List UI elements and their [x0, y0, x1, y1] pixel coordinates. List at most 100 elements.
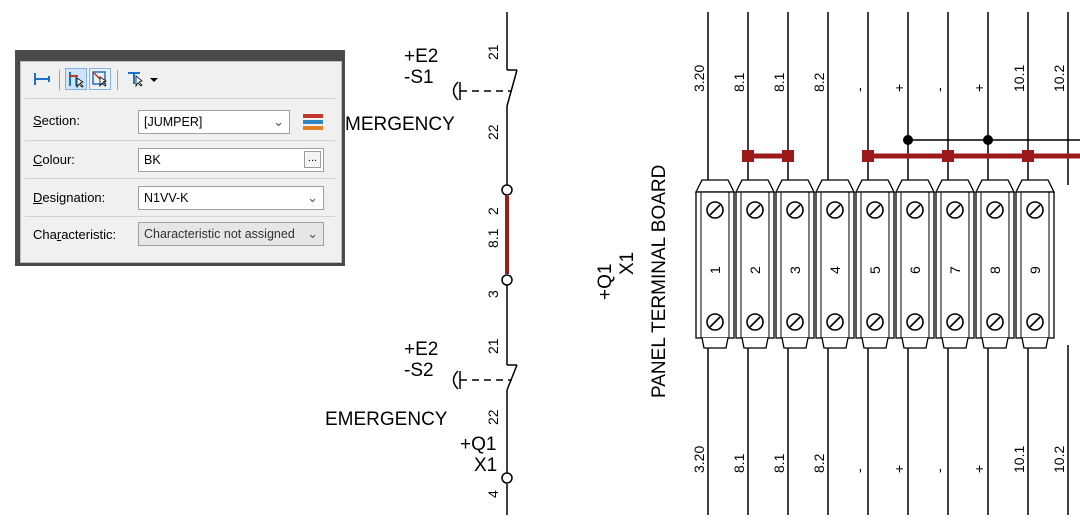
row-divider [25, 216, 335, 217]
top-wire-label: 8.2 [811, 72, 827, 92]
terminal-top [814, 179, 856, 193]
section-label: Section: [33, 113, 80, 128]
schematic [452, 12, 518, 515]
designation-label: Designation: [33, 190, 106, 205]
section-value: [JUMPER] [144, 115, 203, 129]
board-title: PANEL TERMINAL BOARD [649, 165, 670, 398]
chevron-down-icon[interactable]: ⌄ [307, 190, 318, 205]
board-ref2: X1 [617, 252, 638, 275]
top-switch-pin-top: 21 [485, 44, 501, 60]
terminal-number: 9 [1027, 266, 1043, 274]
chevron-down-icon[interactable]: ⌄ [273, 114, 284, 129]
characteristic-label: Characteristic: [33, 227, 117, 242]
wire-tool-icon[interactable] [31, 68, 53, 90]
jumper-pin-top: 2 [485, 207, 501, 215]
designation-value: N1VV-K [144, 191, 189, 205]
jumper-end [782, 150, 794, 162]
top-switch-label: MERGENCY [345, 114, 455, 135]
properties-panel-body: Section: [JUMPER]⌄ Colour: BK... Designa… [20, 61, 342, 263]
section-colour-swatch-icon[interactable] [303, 114, 323, 130]
colour-field[interactable]: BK... [138, 148, 324, 172]
pushbutton-head [452, 370, 459, 390]
terminal-bottom [781, 337, 809, 349]
bottom-wire-label: 8.1 [731, 453, 747, 473]
terminal-top [734, 179, 776, 193]
screw-slot [1029, 316, 1041, 328]
top-wire-label: 3.20 [691, 65, 707, 92]
switch-contact [506, 69, 518, 107]
screw-slot [909, 204, 921, 216]
terminal-bottom [1021, 337, 1049, 349]
section-dropdown[interactable]: [JUMPER] ⌄ [138, 110, 290, 134]
screw-slot [789, 204, 801, 216]
bottom-wire-label: 3.20 [691, 446, 707, 473]
colour-browse-button[interactable]: ... [304, 151, 321, 168]
select-arrow-icon[interactable] [125, 68, 147, 90]
jumper-wire-number: 8.1 [485, 228, 501, 248]
connection-point[interactable] [501, 184, 513, 196]
bottom-wire-label: + [891, 465, 907, 473]
screw-slot [749, 204, 761, 216]
screw-slot [989, 316, 1001, 328]
jumper-end [742, 150, 754, 162]
properties-panel: Section: [JUMPER]⌄ Colour: BK... Designa… [15, 50, 345, 266]
terminal-bottom [701, 337, 729, 349]
top-switch-ref1: +E2 [404, 46, 438, 67]
terminal-bottom [821, 337, 849, 349]
jumper-select-icon[interactable] [65, 68, 87, 90]
top-switch-ref2: -S1 [404, 67, 434, 88]
top-wire-label: - [931, 87, 947, 92]
terminal-ref2: X1 [474, 455, 497, 476]
terminal-top [894, 179, 936, 193]
jumper-end [1022, 150, 1034, 162]
terminal-number: 4 [827, 266, 843, 274]
top-wire-label: 8.1 [771, 72, 787, 92]
top-wire-label: 8.1 [731, 72, 747, 92]
chevron-down-icon[interactable]: ⌄ [304, 223, 318, 245]
dropdown-arrow-icon[interactable] [147, 68, 161, 90]
jumper-end [942, 150, 954, 162]
bottom-switch-label: EMERGENCY [325, 409, 448, 430]
bottom-wire-label: 10.2 [1051, 446, 1067, 473]
top-wire-label: + [891, 84, 907, 92]
screw-slot [989, 204, 1001, 216]
screw-slot [749, 316, 761, 328]
pushbutton-head [452, 81, 459, 101]
connection-point[interactable] [501, 274, 513, 286]
bottom-wire-label: 8.1 [771, 453, 787, 473]
screw-slot [709, 316, 721, 328]
terminal-number: 8 [987, 266, 1003, 274]
screw-slot [949, 316, 961, 328]
terminal-number: 6 [907, 266, 923, 274]
terminal-bottom [981, 337, 1009, 349]
characteristic-value: Characteristic not assigned [144, 227, 295, 241]
jumper-pin-bottom: 3 [485, 290, 501, 298]
terminal-number: 3 [787, 266, 803, 274]
screw-slot [869, 316, 881, 328]
toolbar-divider [25, 98, 335, 99]
toolbar-separator [59, 70, 60, 90]
terminal-top [774, 179, 816, 193]
connection-point[interactable] [501, 472, 513, 484]
screw-slot [789, 316, 801, 328]
top-wire-label: - [851, 87, 867, 92]
terminal-top [694, 179, 736, 193]
designation-dropdown[interactable]: N1VV-K ⌄ [138, 186, 324, 210]
toolbar-separator [117, 70, 118, 90]
colour-value: BK [144, 153, 161, 167]
characteristic-dropdown[interactable]: Characteristic not assigned ⌄ [138, 222, 324, 246]
terminal-pin: 4 [485, 490, 501, 498]
screw-slot [1029, 204, 1041, 216]
terminal-number: 5 [867, 266, 883, 274]
bottom-switch-ref2: -S2 [404, 360, 434, 381]
bottom-wire-label: - [851, 468, 867, 473]
jumper-cross-icon[interactable] [89, 68, 111, 90]
terminal-top [974, 179, 1016, 193]
terminal-strip: 3.203.208.18.18.18.18.28.2--++--++10.110… [691, 12, 1080, 515]
terminal-bottom [861, 337, 889, 349]
bottom-switch-ref1: +E2 [404, 339, 438, 360]
bottom-wire-label: 10.1 [1011, 446, 1027, 473]
bottom-wire-label: - [931, 468, 947, 473]
terminal-ref1: +Q1 [460, 434, 496, 455]
